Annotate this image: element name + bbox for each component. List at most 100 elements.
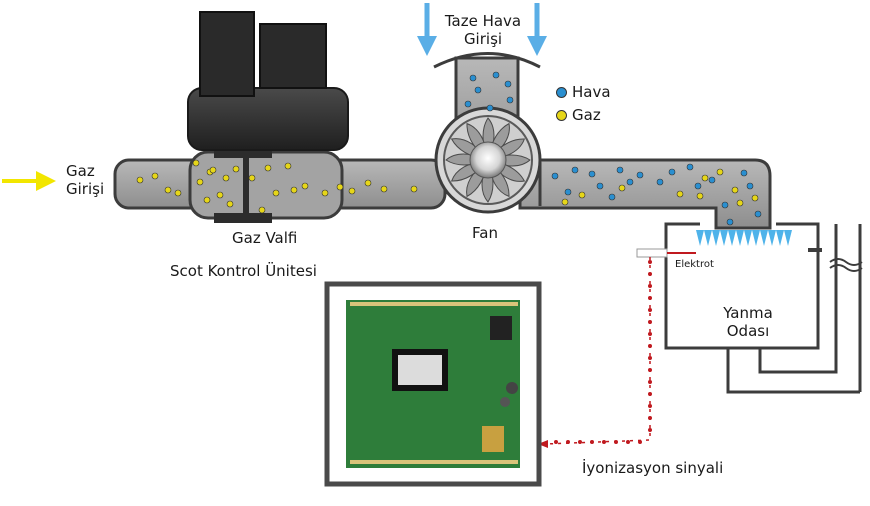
combustion-chamber-label: Yanma Odası: [723, 304, 773, 340]
signal-dot: [648, 380, 652, 384]
legend-label-gas: Gaz: [572, 106, 601, 124]
gas-particle: [151, 172, 159, 180]
gas-valve-label: Gaz Valfi: [232, 229, 298, 247]
fresh-air-arrows: [417, 3, 547, 56]
signal-dot: [626, 440, 630, 444]
electrode-label: Elektrot: [675, 259, 714, 270]
air-particle: [740, 169, 748, 177]
gas-particle: [209, 166, 217, 174]
signal-dot: [648, 260, 652, 264]
air-particle: [486, 104, 494, 112]
signal-dot: [648, 332, 652, 336]
signal-dot: [554, 440, 558, 444]
gas-particle: [203, 196, 211, 204]
signal-dot: [648, 272, 652, 276]
gas-particle: [164, 186, 172, 194]
signal-dot: [648, 404, 652, 408]
gas-inlet-label: Gaz Girişi: [66, 162, 105, 198]
gas-particle: [561, 198, 569, 206]
flame: [720, 230, 728, 246]
gas-particle: [284, 162, 292, 170]
signal-dot: [648, 356, 652, 360]
air-particle: [708, 176, 716, 184]
signal-dot: [648, 284, 652, 288]
air-particle: [616, 166, 624, 174]
gas-particle: [192, 159, 200, 167]
air-particle: [474, 86, 482, 94]
air-particle: [492, 71, 500, 79]
air-particle: [551, 172, 559, 180]
signal-dot: [590, 440, 594, 444]
control-board: [324, 281, 542, 487]
signal-dot: [648, 428, 652, 432]
gas-particle: [216, 191, 224, 199]
gas-inlet-arrow: [2, 171, 56, 191]
particles: [136, 71, 762, 226]
gas-particle: [696, 192, 704, 200]
flame: [704, 230, 712, 246]
gas-particle: [301, 182, 309, 190]
air-particle: [588, 170, 596, 178]
air-particle: [608, 193, 616, 201]
flame: [744, 230, 752, 246]
signal-dot: [638, 440, 642, 444]
gas-particle: [676, 190, 684, 198]
signal-dot: [648, 296, 652, 300]
air-particle: [668, 168, 676, 176]
gas-particle: [751, 194, 759, 202]
gas-particle: [380, 185, 388, 193]
gas-particle: [272, 189, 280, 197]
air-particle: [626, 178, 634, 186]
air-particle: [564, 188, 572, 196]
fresh-air-label: Taze Hava Girişi: [444, 12, 522, 48]
air-particle: [571, 166, 579, 174]
signal-dot: [566, 440, 570, 444]
signal-dot: [578, 440, 582, 444]
legend-label-air: Hava: [572, 83, 611, 101]
gas-particle: [174, 189, 182, 197]
flame: [752, 230, 760, 246]
air-particle: [469, 74, 477, 82]
air-particle: [721, 201, 729, 209]
flame: [728, 230, 736, 246]
gas-particle: [701, 174, 709, 182]
signal-dot: [648, 368, 652, 372]
air-particle: [504, 80, 512, 88]
gas-particle: [716, 168, 724, 176]
mixture-pipe: [518, 158, 772, 230]
flame: [760, 230, 768, 246]
gas-particle: [410, 185, 418, 193]
gas-particle: [321, 189, 329, 197]
flame: [696, 230, 704, 246]
air-particle: [506, 96, 514, 104]
flame: [784, 230, 792, 246]
air-particle: [694, 182, 702, 190]
signal-dot: [614, 440, 618, 444]
ionization-signal-line: [538, 257, 652, 448]
combustion-chamber: [664, 222, 863, 394]
gas-particle: [222, 174, 230, 182]
ionization-signal-label: İyonizasyon sinyali: [582, 459, 724, 477]
gas-particle: [258, 206, 266, 214]
gas-particle: [136, 176, 144, 184]
signal-dot: [648, 320, 652, 324]
air-particle: [746, 182, 754, 190]
flame: [736, 230, 744, 246]
signal-dot: [602, 440, 606, 444]
gas-particle: [578, 191, 586, 199]
fan: [434, 106, 542, 214]
signal-dot: [648, 392, 652, 396]
gas-particle: [618, 184, 626, 192]
signal-dot: [648, 416, 652, 420]
control-unit-label: Scot Kontrol Ünitesi: [170, 262, 317, 280]
electrode: [636, 248, 696, 258]
air-particle: [596, 182, 604, 190]
legend-item-air: Hava: [556, 83, 611, 101]
flame: [768, 230, 776, 246]
gas-particle: [736, 199, 744, 207]
gas-particle: [232, 165, 240, 173]
fan-label: Fan: [472, 224, 498, 242]
gas-particle: [364, 179, 372, 187]
flame: [712, 230, 720, 246]
gas-dot-icon: [556, 109, 567, 121]
